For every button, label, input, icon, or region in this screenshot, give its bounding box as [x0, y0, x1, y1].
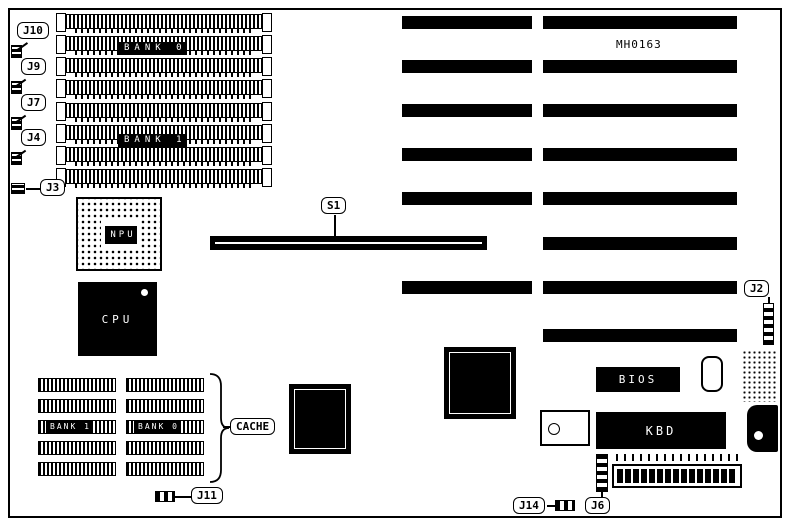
- callout-j10: J10: [17, 22, 49, 39]
- power-connector: [612, 464, 742, 488]
- chipset-chip: [444, 347, 516, 419]
- leader-line: [334, 215, 336, 237]
- board-outline: [8, 8, 782, 518]
- callout-j4: J4: [21, 129, 47, 146]
- callout-cache: CACHE: [230, 418, 276, 435]
- memory-bank0-label: BANK 0: [118, 42, 187, 55]
- npu-label: NPU: [105, 226, 137, 244]
- simm-socket-row: [56, 57, 272, 77]
- cpu-label: CPU: [101, 312, 134, 326]
- leader-line: [768, 297, 770, 303]
- isa-slot: [543, 329, 737, 342]
- isa-slot: [543, 16, 737, 29]
- isa-slot: [543, 281, 737, 294]
- cache-brace: [209, 373, 229, 483]
- pin-row: [75, 73, 253, 77]
- crystal-oscillator: [701, 356, 723, 392]
- isa-slot: [402, 192, 532, 205]
- leader-line: [547, 505, 555, 507]
- bios-label: BIOS: [618, 373, 658, 386]
- pin-row: [75, 162, 253, 166]
- edge-connector-j3: [11, 183, 25, 194]
- isa-slot: [543, 60, 737, 73]
- isa-slot: [402, 281, 532, 294]
- model-number: MH0163: [616, 38, 662, 51]
- simm-socket-row: [56, 102, 272, 122]
- callout-j7: J7: [21, 94, 47, 111]
- isa-slot: [402, 60, 532, 73]
- jumper-j2: [763, 303, 774, 345]
- edge-connector-j4: [11, 152, 22, 165]
- callout-j2: J2: [744, 280, 770, 297]
- isa-slot: [402, 104, 532, 117]
- pin-row: [75, 118, 253, 122]
- callout-s1: S1: [321, 197, 347, 214]
- leader-line: [175, 496, 191, 498]
- cache-chip: [38, 462, 116, 476]
- qfp-chip: [289, 384, 351, 454]
- callout-j3: J3: [40, 179, 66, 196]
- callout-j9: J9: [21, 58, 47, 75]
- edge-connector-j9: [11, 81, 22, 94]
- power-connector-pins: [617, 469, 737, 483]
- leader-line: [223, 426, 231, 428]
- cache-bank0-label: BANK 0: [134, 421, 180, 433]
- leader-line: [601, 492, 603, 497]
- isa-slot: [543, 192, 737, 205]
- pad-array: [742, 350, 778, 402]
- cache-chip: [126, 462, 204, 476]
- npu-socket-center: NPU: [101, 220, 141, 250]
- jumper-j11: [155, 491, 175, 502]
- cache-chip: [38, 378, 116, 392]
- cache-chip: [38, 441, 116, 455]
- cache-chip: [126, 378, 204, 392]
- keyboard-connector: [747, 405, 778, 452]
- leader-line: [26, 188, 40, 190]
- pin-header-j6: [596, 454, 608, 492]
- simm-socket-row: [56, 79, 272, 99]
- isa-slot: [543, 148, 737, 161]
- isa-slot: [543, 237, 737, 250]
- pin-row: [75, 95, 253, 99]
- s1-slot: [210, 236, 487, 250]
- simm-socket-row: [56, 146, 272, 166]
- isa-slot: [402, 16, 532, 29]
- npu-socket: NPU: [76, 197, 162, 271]
- pin-row: [616, 454, 738, 461]
- cache-chip: [38, 399, 116, 413]
- cache-bank1-label: BANK 1: [46, 421, 92, 433]
- pin-row: [75, 184, 253, 188]
- isa-slot: [543, 104, 737, 117]
- cpu-chip: CPU: [78, 282, 157, 356]
- isa-slot: [402, 148, 532, 161]
- kbd-chip: KBD: [596, 412, 726, 449]
- edge-connector-j7: [11, 117, 22, 130]
- bios-chip: BIOS: [596, 367, 680, 392]
- empty-socket: [540, 410, 590, 446]
- memory-bank1-label: BANK 1: [118, 134, 187, 147]
- kbd-label: KBD: [645, 423, 677, 438]
- pin-row: [75, 29, 253, 33]
- callout-j11: J11: [191, 487, 223, 504]
- cache-chip: [126, 441, 204, 455]
- cache-chip: [126, 399, 204, 413]
- callout-j6: J6: [585, 497, 611, 514]
- simm-socket-row: [56, 13, 272, 33]
- simm-socket-row: [56, 168, 272, 188]
- callout-j14: J14: [513, 497, 545, 514]
- jumper-j14: [555, 500, 575, 511]
